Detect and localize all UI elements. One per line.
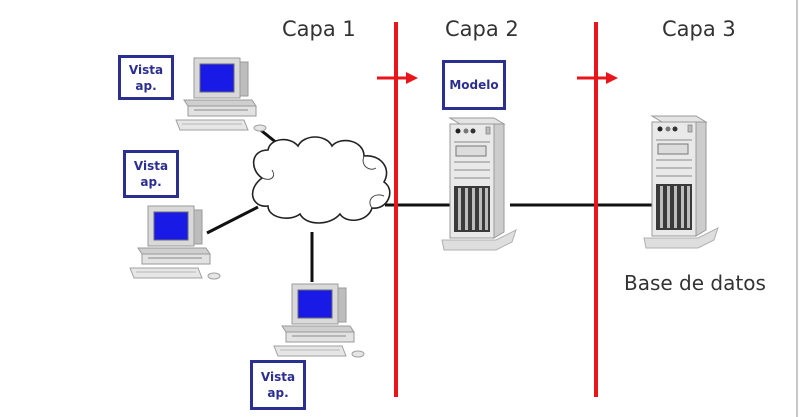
link-client2-cloud xyxy=(206,205,259,235)
layer-label-3: Capa 3 xyxy=(662,17,736,41)
frame-right-border xyxy=(796,0,798,417)
app-model-label: Modelo xyxy=(442,60,506,110)
view-label-line2: ap. xyxy=(135,78,157,93)
view-label-line1: Vista xyxy=(133,159,169,173)
client-computer-2-icon xyxy=(129,205,221,280)
client-1-view-label: Vista ap. xyxy=(118,55,174,100)
client-2-view-label: Vista ap. xyxy=(123,150,179,198)
client-computer-1-icon xyxy=(175,57,267,132)
flow-arrow-2-icon xyxy=(577,72,618,84)
app-server-icon xyxy=(441,117,517,251)
database-label: Base de datos xyxy=(624,271,766,295)
client-computer-3-icon xyxy=(273,283,365,358)
view-label-line1: Vista xyxy=(260,370,296,384)
db-server-icon xyxy=(643,115,719,249)
view-label-line2: ap. xyxy=(140,175,162,189)
layer-label-1: Capa 1 xyxy=(282,17,356,41)
view-label-line2: ap. xyxy=(267,386,289,400)
flow-arrow-1-icon xyxy=(377,72,418,84)
view-label-line1: Vista xyxy=(128,62,164,77)
network-cloud-icon xyxy=(251,136,391,224)
model-label: Modelo xyxy=(449,78,499,92)
client-3-view-label: Vista ap. xyxy=(250,360,306,410)
layer-label-2: Capa 2 xyxy=(445,17,519,41)
